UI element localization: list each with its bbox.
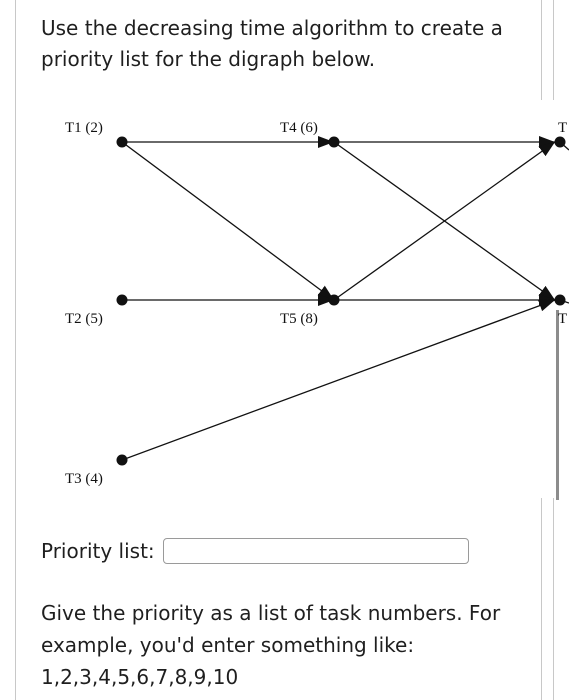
node-label-t6: T <box>558 120 567 136</box>
frame-right-border <box>553 498 554 700</box>
frame-right-border <box>541 0 542 100</box>
node-t3 <box>116 454 128 466</box>
hint-text: Give the priority as a list of task numb… <box>41 597 521 693</box>
edge-t1-t5 <box>121 141 335 301</box>
question-line: Use the decreasing time algorithm to cre… <box>41 16 503 40</box>
frame-left-border <box>15 0 16 700</box>
node-t1 <box>116 136 128 148</box>
priority-input[interactable] <box>162 538 469 564</box>
hint-line: 1,2,3,4,5,6,7,8,9,10 <box>41 665 239 689</box>
hint-line: Give the priority as a list of task numb… <box>41 601 501 625</box>
node-t5 <box>328 294 340 306</box>
question-text: Use the decreasing time algorithm to cre… <box>41 13 521 75</box>
node-label-t4: T4 (6) <box>280 120 318 136</box>
priority-label: Priority list: <box>41 539 155 563</box>
node-label-t5: T5 (8) <box>280 311 318 327</box>
scroll-indicator <box>556 310 559 500</box>
frame-right-border <box>541 498 542 700</box>
frame-right-border <box>553 0 554 100</box>
hint-line: example, you'd enter something like: <box>41 633 415 657</box>
node-label-t3: T3 (4) <box>65 471 103 487</box>
priority-row: Priority list: <box>41 535 469 567</box>
node-label-t7: T <box>558 311 567 327</box>
node-t6 <box>554 136 566 148</box>
node-label-t1: T1 (2) <box>65 120 103 136</box>
edge-t5-t6 <box>333 141 556 301</box>
node-t7 <box>554 294 566 306</box>
question-line: priority list for the digraph below. <box>41 47 376 71</box>
node-t2 <box>116 294 128 306</box>
node-t4 <box>328 136 340 148</box>
node-label-t2: T2 (5) <box>65 311 103 327</box>
edge-t3-t7 <box>121 299 556 461</box>
